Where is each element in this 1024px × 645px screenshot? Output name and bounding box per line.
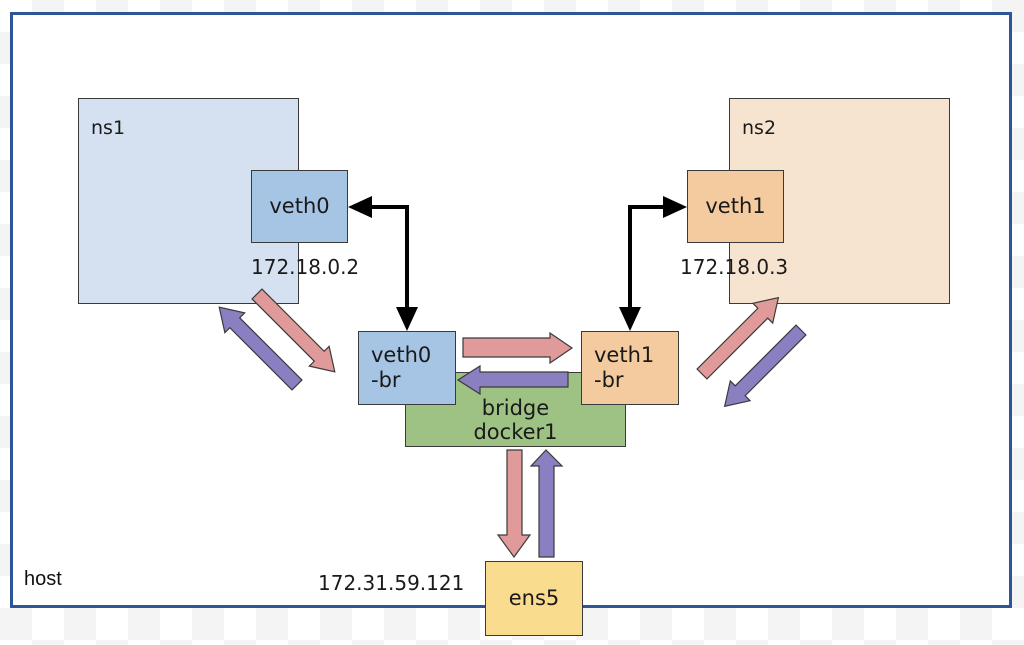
ens5-ip: 172.31.59.121 (318, 571, 465, 595)
veth1-br-label-line2: -br (594, 368, 624, 392)
veth0-br-label-line2: -br (371, 368, 401, 392)
arrow-outbound-ns1-to-bridge (251, 288, 336, 373)
bridge-label: bridge (481, 396, 550, 420)
veth1-ip: 172.18.0.3 (680, 255, 789, 279)
veth0-label: veth0 (269, 194, 330, 218)
arrowhead-icon (348, 196, 372, 218)
ens5-label: ens5 (508, 586, 560, 610)
arrow-outbound-veth0br-to-veth1br (462, 331, 574, 365)
veth0-ip: 172.18.0.2 (251, 255, 360, 279)
veth0-br-label-line1: veth0 (371, 343, 432, 367)
arrowhead-icon (663, 196, 687, 218)
interface-veth1: veth1 (687, 170, 784, 243)
arrow-outbound-bridge-to-ens5 (496, 449, 532, 559)
arrowhead-icon (619, 307, 641, 331)
interface-veth1-br: veth1 -br (581, 331, 679, 405)
ns1-label: ns1 (91, 117, 126, 139)
veth1-br-label-line1: veth1 (594, 343, 655, 367)
veth1-label: veth1 (705, 194, 766, 218)
arrow-inbound-veth1br-to-veth0br (456, 364, 569, 396)
arrow-inbound-bridge-to-ns1 (218, 306, 303, 391)
arrowhead-icon (396, 307, 418, 331)
interface-ens5: ens5 (485, 561, 583, 636)
bridge-name: docker1 (473, 420, 558, 444)
interface-veth0-br: veth0 -br (358, 331, 456, 405)
host-label: host (24, 568, 62, 590)
arrow-inbound-ns2-to-bridge (723, 324, 807, 408)
ns2-label: ns2 (742, 117, 777, 139)
interface-veth0: veth0 (251, 170, 348, 243)
link-veth1-to-veth1-br (619, 196, 687, 331)
arrow-inbound-ens5-to-bridge (529, 449, 564, 558)
arrow-outbound-bridge-to-ns2 (696, 296, 780, 380)
link-veth0-to-veth0-br (348, 196, 418, 331)
